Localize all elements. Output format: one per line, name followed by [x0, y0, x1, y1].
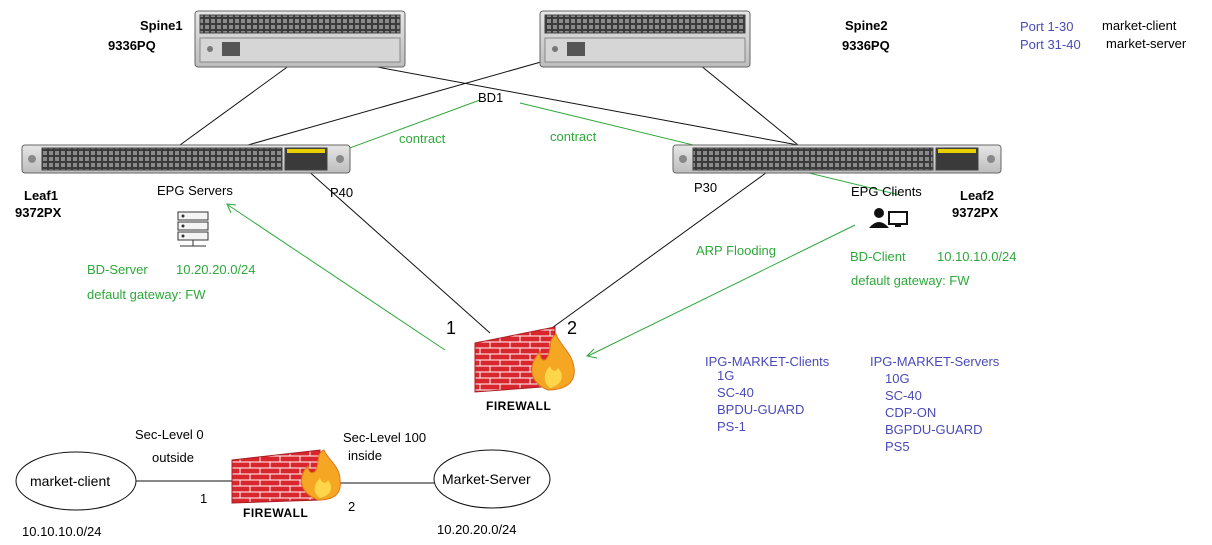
physical-links — [179, 57, 799, 334]
logical-links — [226, 99, 901, 359]
servers-to-fw-arrow — [227, 204, 446, 351]
bd-server-gateway: default gateway: FW — [87, 287, 206, 302]
arp-flooding-label: ARP Flooding — [696, 243, 776, 258]
bd-client-label: BD-Client — [850, 249, 906, 264]
ipg-clients-title: IPG-MARKET-Clients — [705, 354, 830, 369]
spine2-model: 9336PQ — [842, 38, 890, 53]
link-leaf2-p30-fw — [544, 169, 771, 334]
port-p30-label: P30 — [694, 180, 718, 195]
contract-left-label: contract — [399, 131, 446, 146]
ipg-servers-item-5: PS5 — [885, 439, 910, 454]
ipg-servers-item-3: CDP-ON — [885, 405, 937, 420]
bottom-fw-if1: 1 — [200, 491, 208, 506]
arrowhead-servers — [226, 203, 237, 214]
bottom-fw-if2: 2 — [348, 499, 356, 514]
link-spine1-leaf1 — [179, 64, 291, 146]
sec-level-inside: Sec-Level 100 — [343, 430, 427, 445]
spine1-model: 9336PQ — [108, 38, 156, 53]
sec-level-outside: Sec-Level 0 — [135, 427, 204, 442]
spine1-name: Spine1 — [140, 18, 183, 33]
main-firewall-label: FIREWALL — [486, 399, 552, 413]
market-server-subnet: 10.20.20.0/24 — [437, 522, 517, 537]
port-legend-role-1: market-client — [1102, 18, 1177, 33]
leaf2-switch — [672, 144, 1002, 174]
port-legend-range-2: Port 31-40 — [1020, 37, 1081, 52]
market-client-subnet: 10.10.10.0/24 — [22, 524, 102, 539]
leaf1-name: Leaf1 — [24, 188, 58, 203]
spine1-switch — [194, 10, 406, 68]
bottom-firewall-icon — [231, 449, 341, 504]
epg-clients-label: EPG Clients — [851, 184, 922, 199]
ipg-servers-title: IPG-MARKET-Servers — [870, 354, 1000, 369]
leaf1-switch — [21, 144, 351, 174]
link-spine1-leaf2 — [349, 61, 799, 146]
port-legend-role-2: market-server — [1106, 36, 1187, 51]
leaf2-name: Leaf2 — [960, 188, 994, 203]
ipg-servers-item-2: SC-40 — [885, 388, 922, 403]
arrowhead-clients — [585, 348, 598, 359]
bd-client-gateway: default gateway: FW — [851, 273, 970, 288]
contract-right-label: contract — [550, 129, 597, 144]
port-p40-label: P40 — [330, 185, 354, 200]
ipg-servers-item-4: BGPDU-GUARD — [885, 422, 983, 437]
spine2-name: Spine2 — [845, 18, 888, 33]
sec-inside-name: inside — [348, 448, 382, 463]
bottom-firewall-label: FIREWALL — [243, 506, 309, 520]
bd-server-subnet: 10.20.20.0/24 — [176, 262, 256, 277]
link-leaf1-p40-fw — [304, 167, 491, 334]
fw-interface-1: 1 — [446, 318, 457, 338]
leaf1-model: 9372PX — [15, 205, 62, 220]
bd-client-subnet: 10.10.10.0/24 — [937, 249, 1017, 264]
ipg-servers-item-1: 10G — [885, 371, 910, 386]
fw-interface-2: 2 — [567, 318, 578, 338]
leaf2-model: 9372PX — [952, 205, 999, 220]
spine2-switch — [539, 10, 751, 68]
port-legend-range-1: Port 1-30 — [1020, 19, 1074, 34]
main-firewall-icon — [474, 326, 575, 393]
server-rack-icon — [177, 211, 209, 247]
market-client-label: market-client — [30, 473, 111, 489]
link-spine2-leaf2 — [699, 64, 799, 146]
link-spine2-leaf1 — [247, 57, 556, 146]
bottom-topology — [15, 449, 551, 511]
epg-servers-label: EPG Servers — [157, 183, 233, 198]
sec-outside-name: outside — [152, 450, 194, 465]
market-server-node — [433, 449, 551, 509]
client-user-icon — [869, 208, 908, 228]
ipg-clients-item-4: PS-1 — [717, 419, 746, 434]
clients-to-fw-arrow — [587, 224, 856, 357]
bd1-label: BD1 — [478, 90, 504, 105]
ipg-clients-item-2: SC-40 — [717, 385, 754, 400]
bd-server-label: BD-Server — [87, 262, 148, 277]
ipg-clients-item-1: 1G — [717, 368, 735, 383]
ipg-clients-item-3: BPDU-GUARD — [717, 402, 805, 417]
market-server-label: Market-Server — [442, 471, 531, 487]
